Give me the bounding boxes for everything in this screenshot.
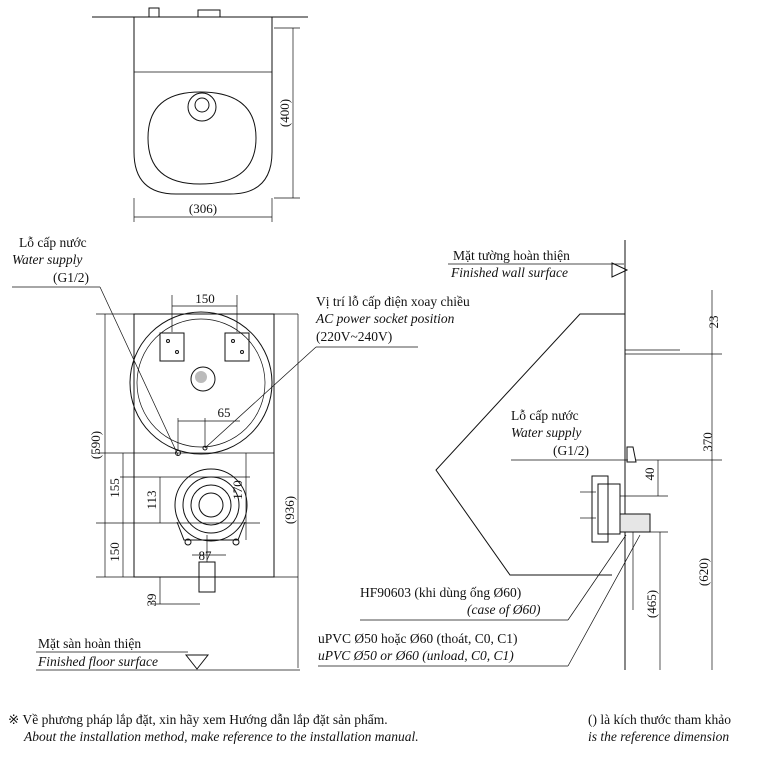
front-sensor-lens <box>195 371 207 383</box>
upvc-vi: uPVC Ø50 hoặc Ø60 (thoát, C0, C1) <box>318 631 518 646</box>
side-outlet-flange <box>591 475 609 543</box>
side-pipe <box>619 513 651 533</box>
side-water-supply-en: Water supply <box>511 425 581 440</box>
screw <box>240 350 244 354</box>
dim-150-left: 150 <box>107 542 122 562</box>
wall-triangle <box>611 262 629 278</box>
floor-triangle <box>184 654 210 670</box>
screw <box>166 339 170 343</box>
leader-line <box>567 534 627 621</box>
dim-590: (590) <box>88 431 103 459</box>
side-valve <box>626 446 637 463</box>
outlet-outer <box>174 468 248 542</box>
front-ring <box>129 311 273 455</box>
wall-vi: Mặt tường hoàn thiện <box>453 248 570 263</box>
ac-socket-en: AC power socket position <box>315 311 455 326</box>
screw <box>231 339 235 343</box>
ac-socket-range: (220V~240V) <box>316 329 392 344</box>
leader-line <box>567 534 641 667</box>
top-bowl <box>147 91 257 185</box>
front-body <box>133 313 275 578</box>
dim-936: (936) <box>282 496 297 524</box>
hf-vi: HF90603 (khi dùng ống Ø60) <box>360 585 521 600</box>
bracket-right <box>224 332 250 362</box>
side-body-profile <box>435 313 625 576</box>
top-view: (306) (400) <box>92 7 308 222</box>
dim-23: 23 <box>706 316 721 329</box>
side-water-supply-vi: Lỗ cấp nước <box>511 408 579 423</box>
dim-370: 370 <box>700 432 715 452</box>
side-outlet-body <box>597 483 621 535</box>
dim-87: 87 <box>199 548 213 563</box>
outlet-ring-2 <box>190 484 232 526</box>
ref-note-en: is the reference dimension <box>588 729 730 744</box>
dim-170: 170 <box>230 480 245 500</box>
front-ring-inner <box>136 318 266 448</box>
dim-39: 39 <box>144 594 159 607</box>
outlet-base <box>176 521 246 541</box>
dim-465: (465) <box>644 590 659 618</box>
front-water-supply-size: (G1/2) <box>53 270 89 285</box>
ref-note-vi: () là kích thước tham khảo <box>588 712 732 727</box>
pipe-callouts: HF90603 (khi dùng ống Ø60) (case of Ø60)… <box>318 534 641 667</box>
outlet-bolt <box>232 538 240 546</box>
front-sensor <box>190 366 216 392</box>
wall-en: Finished wall surface <box>450 265 568 280</box>
dim-155: 155 <box>107 478 122 498</box>
floor-vi: Mặt sàn hoàn thiện <box>38 636 141 651</box>
front-water-supply-en: Water supply <box>12 252 82 267</box>
top-inlet <box>197 9 221 18</box>
ac-socket-vi: Vị trí lỗ cấp điện xoay chiều <box>316 294 470 309</box>
top-spud <box>148 7 160 18</box>
install-note-en: About the installation method, make refe… <box>24 729 419 744</box>
note-symbol: ※ <box>8 712 20 727</box>
top-body-outline <box>133 17 273 195</box>
floor-label: Mặt sàn hoàn thiện Finished floor surfac… <box>36 636 300 671</box>
reference-note: () là kích thước tham khảo is the refere… <box>588 711 773 745</box>
leader-line <box>204 346 317 449</box>
screw <box>175 350 179 354</box>
outlet-bolt <box>184 538 192 546</box>
dim-65: 65 <box>218 405 231 420</box>
dim-400: (400) <box>277 99 292 127</box>
side-view: Mặt tường hoàn thiện Finished wall surfa… <box>435 240 722 670</box>
install-note: ※ Về phương pháp lắp đặt, xin hãy xem Hư… <box>8 711 548 745</box>
dim-150-top: 150 <box>195 291 215 306</box>
top-drain-outer <box>187 92 217 122</box>
dim-306: (306) <box>189 201 217 216</box>
dim-40: 40 <box>642 468 657 481</box>
side-water-supply-size: (G1/2) <box>553 443 589 458</box>
leader-line <box>99 286 179 456</box>
dim-113: 113 <box>144 490 159 509</box>
outlet-center <box>198 492 224 518</box>
hf-en: (case of Ø60) <box>467 602 541 617</box>
front-view: Lỗ cấp nước Water supply (G1/2) Vị trí l… <box>12 235 470 668</box>
bracket-left <box>159 332 185 362</box>
upvc-en: uPVC Ø50 or Ø60 (unload, C0, C1) <box>318 648 514 663</box>
floor-en: Finished floor surface <box>37 654 158 669</box>
top-drain-inner <box>194 97 210 113</box>
front-water-supply-vi: Lỗ cấp nước <box>19 235 87 250</box>
dim-620: (620) <box>696 558 711 586</box>
socket-point <box>202 445 208 451</box>
install-note-vi: Về phương pháp lắp đặt, xin hãy xem Hướn… <box>22 712 388 727</box>
